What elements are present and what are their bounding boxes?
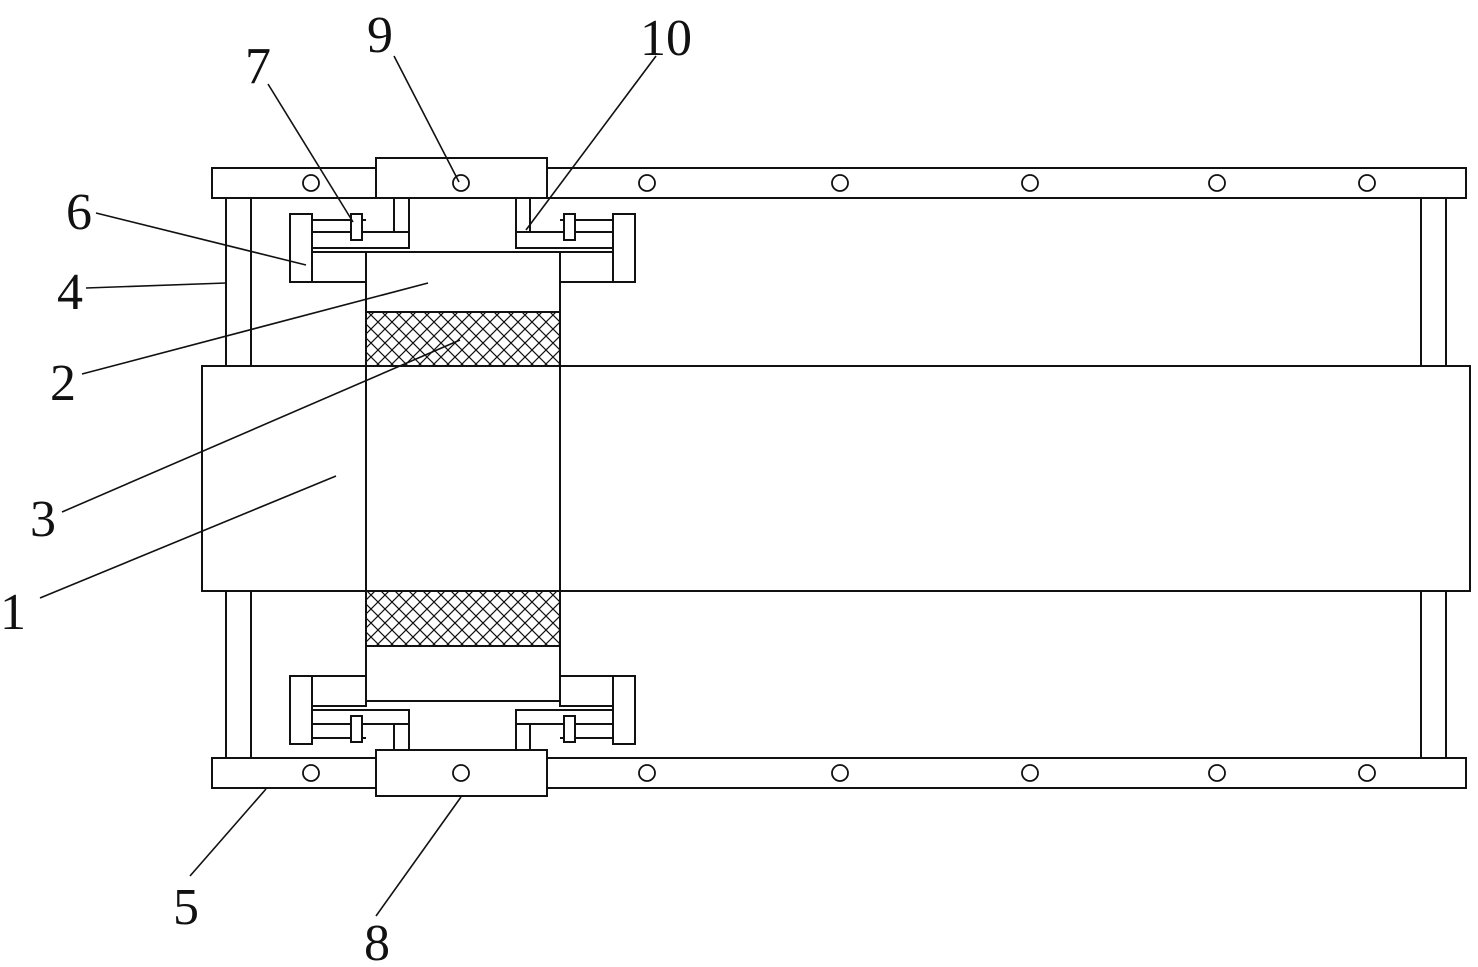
- bolt-icon: [302, 764, 320, 782]
- bolt-icon: [1358, 764, 1376, 782]
- right-cylinder-end: [612, 675, 636, 745]
- bolt-icon: [302, 174, 320, 192]
- leader-1: [39, 475, 337, 599]
- cushion-upper: [365, 311, 561, 367]
- ref-number-7: 7: [245, 38, 271, 95]
- leader-4: [85, 282, 227, 289]
- ref-number-4: 4: [57, 264, 83, 321]
- left-piston: [350, 213, 363, 241]
- leader-8: [375, 796, 462, 917]
- column-middle: [365, 365, 561, 592]
- bottom-clamp: [289, 675, 636, 797]
- bolt-icon: [452, 764, 470, 782]
- bolt-icon: [831, 174, 849, 192]
- bolt-icon: [1021, 174, 1039, 192]
- ref-number-3: 3: [30, 491, 56, 548]
- ref-number-5: 5: [173, 879, 199, 936]
- leader-2: [81, 282, 429, 375]
- left-upper-post: [225, 197, 252, 367]
- leader-5: [189, 788, 267, 877]
- column-lower: [365, 645, 561, 702]
- leader-lines: [39, 55, 657, 917]
- right-piston: [563, 715, 576, 743]
- right-piston: [563, 213, 576, 241]
- right-upper-post: [1420, 197, 1447, 367]
- ref-number-9: 9: [367, 7, 393, 64]
- bolt-icon: [1358, 174, 1376, 192]
- ref-number-8: 8: [364, 915, 390, 967]
- bolt-icon: [831, 764, 849, 782]
- bolt-icon: [638, 764, 656, 782]
- bolt-icon: [1208, 174, 1226, 192]
- cushion-lower: [365, 590, 561, 647]
- rail-bolts: [302, 174, 1376, 782]
- ref-number-2: 2: [50, 355, 76, 412]
- left-piston: [350, 715, 363, 743]
- reference-numbers: 1 2 3 4 5 6 7 8 9 10: [0, 7, 692, 967]
- left-cylinder-end: [289, 213, 313, 283]
- top-clamp: [289, 157, 636, 283]
- ref-number-10: 10: [640, 10, 692, 67]
- ref-number-6: 6: [66, 184, 92, 241]
- leader-7: [267, 83, 354, 223]
- right-lower-post: [1420, 590, 1447, 759]
- leader-9: [393, 55, 460, 183]
- bolt-icon: [452, 174, 470, 192]
- bolt-icon: [638, 174, 656, 192]
- bolt-icon: [1208, 764, 1226, 782]
- leader-3: [61, 339, 461, 513]
- ref-number-1: 1: [0, 584, 26, 641]
- right-cylinder-end: [612, 213, 636, 283]
- left-cylinder-end: [289, 675, 313, 745]
- left-lower-post: [225, 590, 252, 759]
- column-upper: [365, 251, 561, 313]
- leader-10: [525, 55, 657, 231]
- leader-6: [95, 212, 307, 266]
- bolt-icon: [1021, 764, 1039, 782]
